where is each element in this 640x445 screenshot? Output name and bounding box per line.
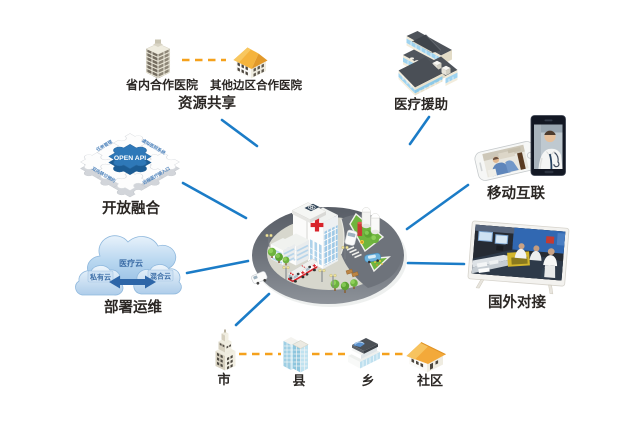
svg-text:医疗援助: 医疗援助 [394, 96, 448, 112]
svg-text:省内合作医院: 省内合作医院 [125, 77, 198, 92]
svg-text:县: 县 [292, 373, 305, 388]
svg-text:乡: 乡 [361, 373, 374, 388]
svg-text:部署运维: 部署运维 [104, 298, 162, 316]
svg-text:开放融合: 开放融合 [102, 199, 160, 217]
svg-text:移动互联: 移动互联 [487, 184, 545, 202]
svg-text:其他边区合作医院: 其他边区合作医院 [210, 78, 302, 92]
svg-text:市: 市 [217, 372, 230, 387]
svg-text:医疗云: 医疗云 [119, 258, 143, 268]
svg-text:社区: 社区 [416, 373, 443, 388]
svg-text:国外对接: 国外对接 [488, 293, 546, 311]
svg-text:H: H [310, 205, 313, 210]
svg-text:混合云: 混合云 [150, 272, 171, 281]
svg-text:资源共享: 资源共享 [178, 94, 236, 112]
svg-text:私有云: 私有云 [89, 273, 111, 282]
svg-text:OPEN API: OPEN API [114, 155, 146, 162]
